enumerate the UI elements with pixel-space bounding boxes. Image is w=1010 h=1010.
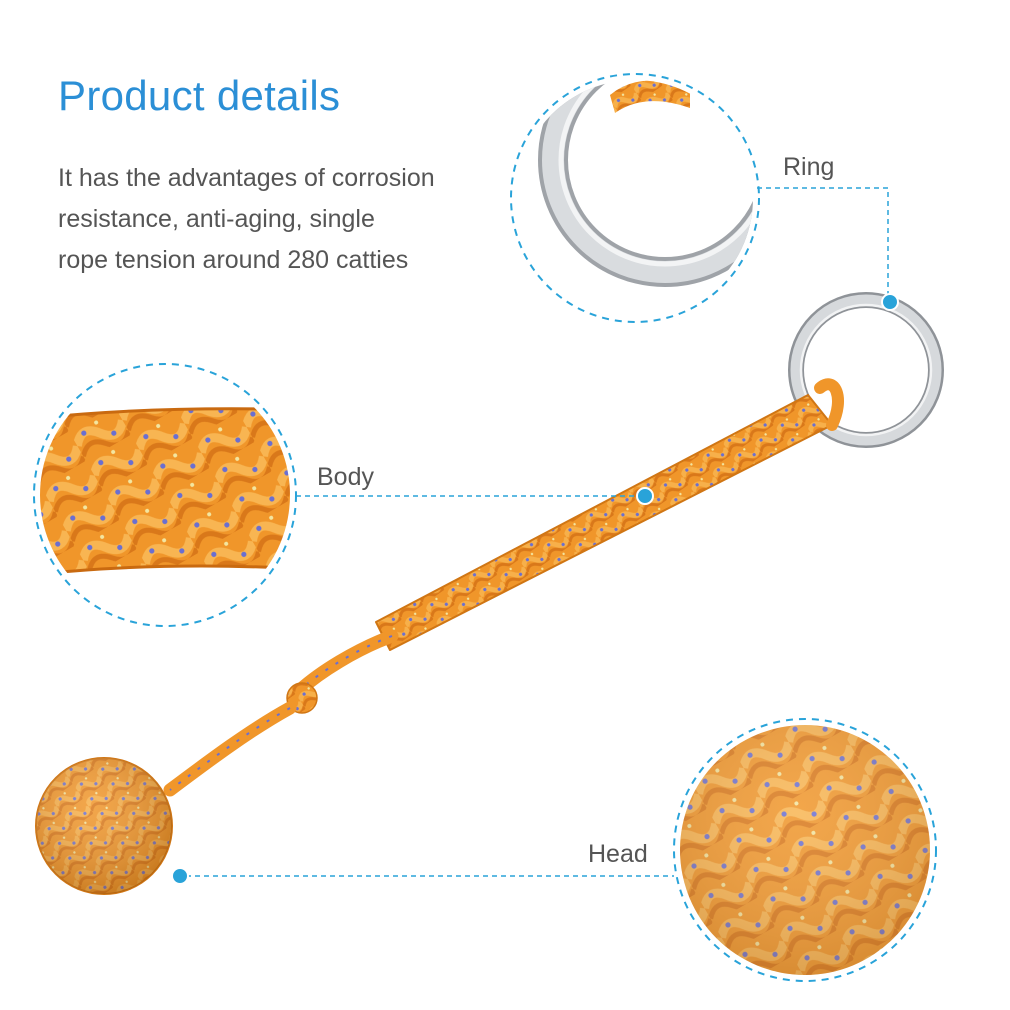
monkey-fist-head [35, 757, 173, 895]
body-label: Body [317, 463, 374, 491]
ring-zoom-image [538, 80, 753, 287]
head-zoom-image [680, 725, 930, 975]
head-zoom-callout [673, 718, 937, 982]
body-zoom-image [40, 407, 290, 577]
description-line: resistance, anti-aging, single [58, 205, 375, 233]
description-line: rope tension around 280 catties [58, 246, 409, 274]
key-ring [788, 292, 944, 448]
ring-label: Ring [783, 153, 835, 181]
ring-leader-line [757, 187, 899, 311]
body-leader-line [296, 487, 654, 505]
ring-zoom-callout [510, 73, 760, 323]
head-leader-line [171, 867, 674, 885]
product-description: It has the advantages of corrosion resis… [58, 158, 498, 281]
description-line: It has the advantages of corrosion [58, 164, 435, 192]
head-label: Head [588, 840, 648, 868]
body-zoom-callout [33, 363, 297, 627]
page-title: Product details [58, 72, 341, 119]
braided-body [163, 378, 844, 797]
